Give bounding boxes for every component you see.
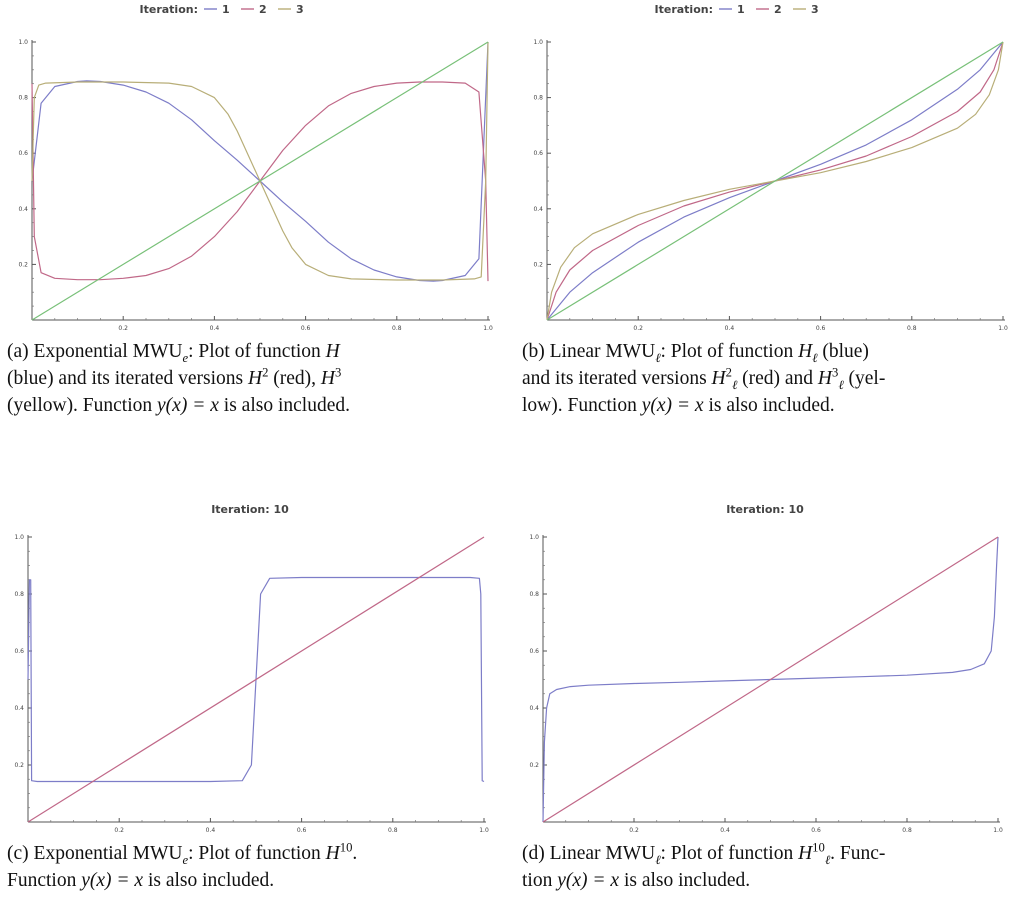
caption-d: (d) Linear MWUℓ: Plot of function H10ℓ. … [522, 840, 886, 891]
x-tick-label: 0.4 [720, 827, 730, 832]
y-tick-label: 0.4 [533, 206, 543, 213]
x-tick-label: 0.4 [725, 325, 735, 332]
chart-b: 0.2 0.4 0.6 0.8 1.0 0.2 0.4 0.6 0.8 1.0 Iteration:… [533, 3, 1008, 332]
legend: Iteration: 1 2 3 [655, 3, 819, 16]
series-yx-line [546, 41, 1004, 321]
x-tick-label: 1.0 [483, 325, 493, 332]
y-tick-label: 0.8 [18, 95, 28, 102]
x-tick-label: 0.2 [118, 325, 128, 332]
series-yx-line [31, 41, 489, 321]
series-yx-line [27, 536, 485, 823]
x-tick-label: 0.4 [210, 325, 220, 332]
x-tick-label: 0.8 [392, 325, 402, 332]
x-tick-label: 0.6 [297, 827, 307, 832]
y-tick-label: 0.4 [14, 705, 24, 712]
legend: Iteration: 1 2 3 [140, 3, 304, 16]
y-tick-label: 0.8 [14, 591, 24, 598]
y-tick-label: 1.0 [18, 39, 28, 46]
x-tick-label: 0.8 [907, 325, 917, 332]
x-tick-label: 0.8 [902, 827, 912, 832]
x-tick-label: 1.0 [998, 325, 1008, 332]
chart-title: Iteration: 10 [211, 503, 289, 516]
legend-label: 3 [296, 3, 304, 16]
x-tick-label: 1.0 [993, 827, 1003, 832]
x-tick-label: 0.8 [388, 827, 398, 832]
y-tick-label: 0.8 [533, 95, 543, 102]
series-3-line [31, 41, 489, 281]
y-tick-label: 0.6 [533, 150, 543, 157]
y-tick-label: 0.8 [529, 591, 539, 598]
x-tick-label: 0.6 [816, 325, 826, 332]
chart-title: Iteration: [140, 3, 198, 16]
x-tick-label: 0.4 [206, 827, 216, 832]
series-1-line [31, 41, 489, 282]
y-tick-label: 1.0 [533, 39, 543, 46]
legend-label: 1 [222, 3, 230, 16]
series-yx-line [542, 536, 999, 823]
legend-label: 1 [737, 3, 745, 16]
y-tick-label: 1.0 [529, 534, 539, 541]
x-tick-label: 0.6 [301, 325, 311, 332]
caption-c: (c) Exponential MWUe: Plot of function H… [7, 840, 358, 891]
x-tick-label: 0.2 [633, 325, 643, 332]
y-tick-label: 0.2 [18, 261, 28, 268]
caption-b: (b) Linear MWUℓ: Plot of function Hℓ (bl… [522, 341, 886, 416]
y-tick-label: 0.2 [14, 762, 24, 769]
chart-d: 0.2 0.4 0.6 0.8 1.0 0.2 0.4 0.6 0.8 1.0 Iteration:… [529, 503, 1003, 832]
y-tick-label: 0.6 [18, 150, 28, 157]
caption-a: (a) Exponential MWUe: Plot of function H… [7, 341, 350, 416]
chart-title: Iteration: 10 [726, 503, 804, 516]
y-tick-label: 0.4 [529, 705, 539, 712]
legend-label: 3 [811, 3, 819, 16]
y-tick-label: 0.6 [529, 648, 539, 655]
x-tick-label: 1.0 [479, 827, 489, 832]
y-tick-label: 0.2 [529, 762, 539, 769]
x-tick-label: 0.6 [811, 827, 821, 832]
y-tick-label: 0.4 [18, 206, 28, 213]
y-tick-label: 0.6 [14, 648, 24, 655]
legend-label: 2 [774, 3, 782, 16]
legend-label: 2 [259, 3, 267, 16]
chart-title: Iteration: [655, 3, 713, 16]
chart-c: 0.2 0.4 0.6 0.8 1.0 0.2 0.4 0.6 0.8 1.0 Iteration:… [14, 503, 489, 832]
y-tick-label: 1.0 [14, 534, 24, 541]
chart-a: 0.2 0.4 0.6 0.8 1.0 0.2 0.4 0.6 0.8 1.0 Iteration:… [18, 3, 493, 332]
y-tick-label: 0.2 [533, 261, 543, 268]
x-tick-label: 0.2 [114, 827, 124, 832]
x-tick-label: 0.2 [629, 827, 639, 832]
